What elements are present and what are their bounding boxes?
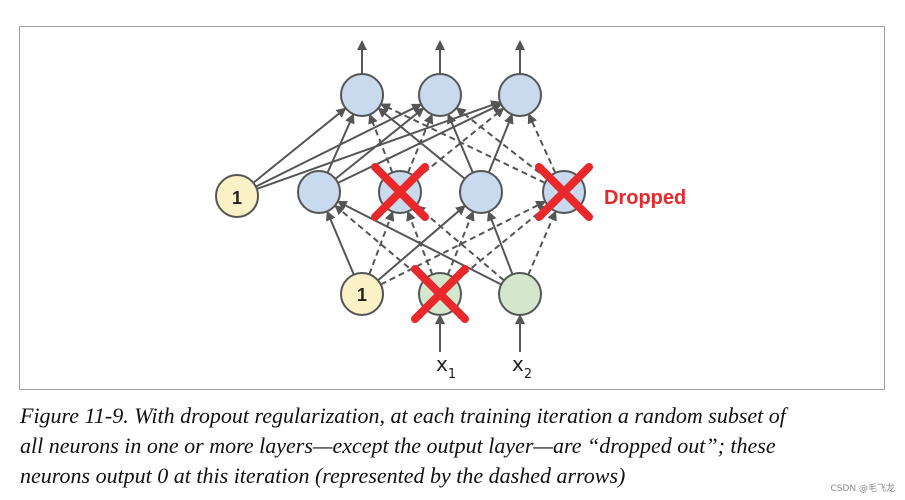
edge-bi-to-h1 — [326, 210, 355, 276]
input-x2-main: x — [512, 352, 524, 376]
input-x1-subscript: 1 — [448, 367, 456, 382]
edge-i2-to-h1 — [336, 201, 502, 286]
dropped-cross-icon — [371, 163, 429, 221]
edge-i2-to-h4 — [527, 210, 557, 276]
hidden-neuron-3 — [459, 170, 503, 214]
caption-line-3: neurons output 0 at this iteration (repr… — [20, 463, 626, 488]
edge-bi-to-h4 — [380, 201, 547, 286]
output-neuron-3 — [498, 73, 542, 117]
caption-line-2: all neurons in one or more layers—except… — [20, 433, 776, 458]
edge-h2-to-o1 — [368, 113, 394, 173]
edge-h1-to-o2 — [334, 107, 425, 180]
edge-h4-to-o2 — [455, 107, 549, 180]
dropped-cross-icon — [411, 265, 469, 323]
edge-bh-to-o2 — [255, 103, 423, 188]
caption-line-1: Figure 11-9. With dropout regularization… — [20, 403, 786, 428]
input-x2-label: x2 — [512, 352, 532, 382]
output-neuron-2 — [418, 73, 462, 117]
drop-crosses — [371, 163, 593, 323]
edge-bh-to-o1 — [252, 107, 347, 184]
edge-h4-to-o1 — [380, 103, 546, 184]
connections — [252, 40, 557, 352]
output-neuron-1 — [340, 73, 384, 117]
dropped-label: Dropped — [604, 187, 686, 209]
edge-h4-to-o3 — [527, 113, 557, 174]
cross-stroke — [411, 265, 469, 323]
input-neuron-2 — [498, 272, 542, 316]
edge-bi-to-h2 — [368, 210, 395, 275]
input-x1-main: x — [436, 352, 448, 376]
edge-h3-to-o3 — [487, 113, 514, 173]
dropped-cross-icon — [535, 163, 593, 221]
diagram-labels: 1 1 x1 x2 Dropped — [232, 187, 686, 382]
cross-stroke — [535, 163, 593, 221]
figure-caption: Figure 11-9. With dropout regularization… — [20, 401, 890, 491]
watermark: CSDN @毛飞龙 — [830, 484, 895, 494]
input-x1-label: x1 — [436, 352, 456, 382]
edge-h3-to-o1 — [377, 107, 466, 180]
edge-i2-to-h3 — [487, 210, 514, 275]
cross-stroke — [371, 163, 429, 221]
hidden-neuron-1 — [297, 170, 341, 214]
bias-neuron-hidden — [215, 174, 259, 218]
bias-hidden-label: 1 — [232, 188, 242, 208]
edge-h3-to-o2 — [447, 113, 474, 174]
edge-i1-to-h3 — [446, 210, 475, 275]
input-x2-subscript: 2 — [524, 367, 532, 382]
edge-i2-to-h2 — [415, 204, 505, 282]
bias-input-label: 1 — [357, 285, 367, 305]
edge-h2-to-o2 — [407, 113, 434, 173]
bias-neuron-input — [340, 272, 384, 316]
edge-h1-to-o1 — [326, 113, 355, 174]
